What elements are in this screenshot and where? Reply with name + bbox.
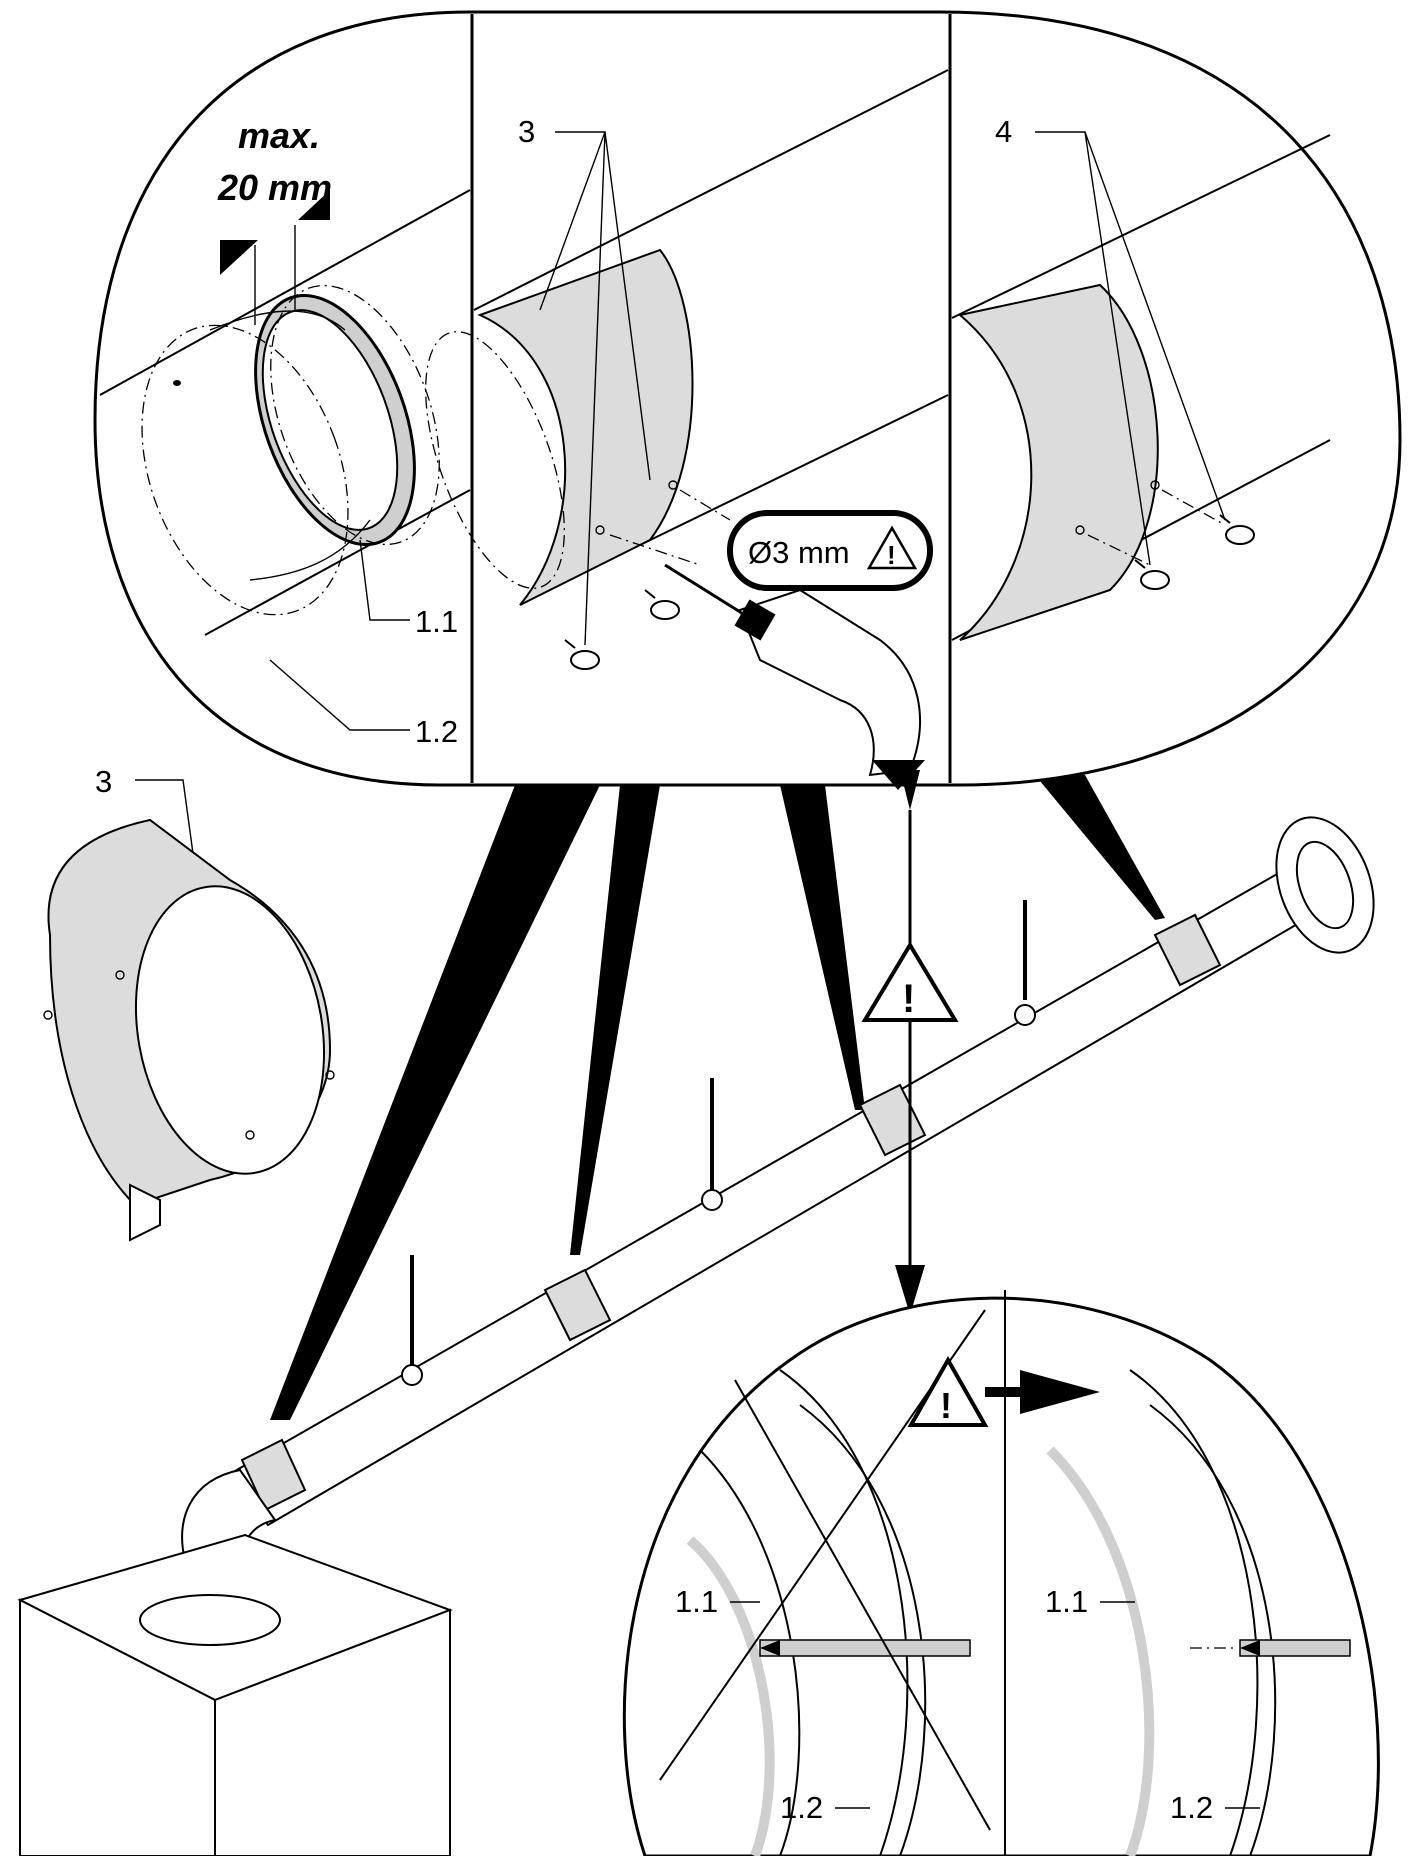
screw-2 xyxy=(644,589,680,620)
hanger-2 xyxy=(701,1078,723,1211)
sleeve-panel3 xyxy=(957,283,1159,641)
pointer-4 xyxy=(1035,775,1165,920)
sleeve-panel2 xyxy=(477,248,694,606)
wall-flange xyxy=(1275,816,1375,954)
measure-text-value: 20 mm xyxy=(217,167,332,208)
label-1-1-left: 1.1 xyxy=(675,1584,718,1619)
label-1-1-top: 1.1 xyxy=(415,604,458,639)
screw-1 xyxy=(564,639,600,670)
drill-size-text: Ø3 mm xyxy=(748,535,850,570)
panel-screwing: 4 xyxy=(951,114,1331,641)
label-1-2-top: 1.2 xyxy=(415,714,458,749)
svg-text:!: ! xyxy=(902,977,915,1021)
warning-triangle-icon: ! xyxy=(907,1355,989,1427)
measure-text-max: max. xyxy=(238,115,320,156)
drill-size-badge: Ø3 mm ! xyxy=(727,510,933,591)
label-4-top: 4 xyxy=(995,114,1012,149)
pointer-3 xyxy=(780,785,865,1110)
pipe-sleeve-3 xyxy=(543,1268,612,1342)
pointer-2 xyxy=(570,785,660,1255)
pipe-assembly xyxy=(17,816,1375,1856)
svg-text:!: ! xyxy=(940,1385,952,1426)
panel-drilling: 3 Ø3 mm ! xyxy=(425,69,949,777)
bottom-detail: 1.1 1.2 1.1 1.2 ! xyxy=(622,1290,1380,1856)
top-detail-panel: max. 20 mm 1.1 1.2 3 xyxy=(93,10,1402,1420)
hanger-1 xyxy=(1014,900,1036,1026)
measure-arrow-right xyxy=(298,190,330,220)
measure-arrow-left xyxy=(220,240,258,275)
label-1-1-right: 1.1 xyxy=(1045,1584,1088,1619)
label-3-sleeve: 3 xyxy=(95,764,112,799)
label-3-top: 3 xyxy=(518,114,535,149)
boiler xyxy=(17,1533,453,1856)
label-1-2-left: 1.2 xyxy=(780,1790,823,1825)
pipe-sleeve-1 xyxy=(1153,913,1222,987)
detail-circle xyxy=(622,1296,1380,1856)
panel-insertion: max. 20 mm 1.1 1.2 xyxy=(99,115,471,749)
label-1-2-right: 1.2 xyxy=(1170,1790,1213,1825)
arrow-right-icon xyxy=(985,1370,1100,1414)
sleeve-part: 3 xyxy=(43,764,335,1242)
hanger-3 xyxy=(401,1255,423,1386)
warning-triangle-icon: ! xyxy=(861,941,959,1022)
screw-3 xyxy=(1134,559,1170,590)
main-warning: ! xyxy=(861,760,959,1315)
pointer-1 xyxy=(270,785,600,1420)
warning-triangle-icon: ! xyxy=(866,525,918,570)
svg-text:!: ! xyxy=(887,540,896,570)
